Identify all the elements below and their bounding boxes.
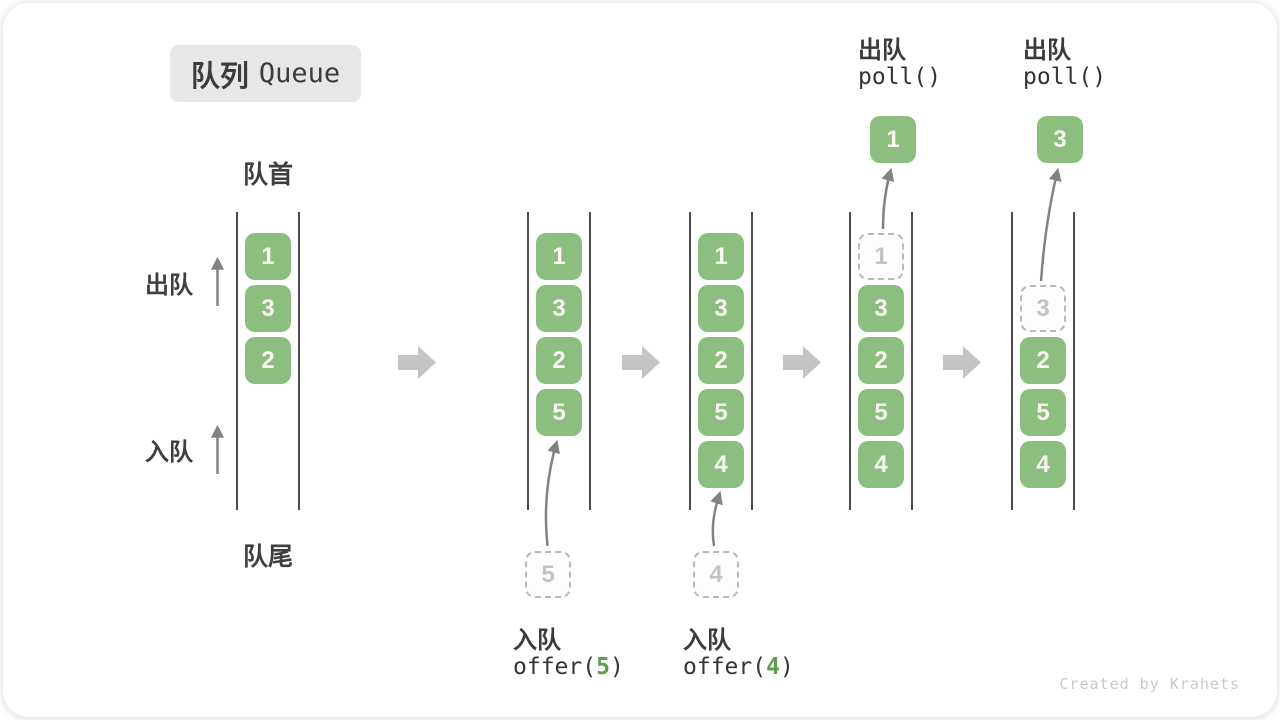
- dequeue-op-code: poll(): [858, 64, 942, 90]
- queue-element: 2: [858, 337, 904, 384]
- title-box: 队列 Queue: [170, 45, 361, 102]
- queue-wall: [298, 212, 300, 510]
- dequeue-op-code: poll(): [1023, 64, 1107, 90]
- queue-wall: [849, 212, 851, 510]
- dequeue-side-label: 出队: [145, 272, 193, 299]
- enqueue-op-label: 入队: [513, 627, 561, 654]
- watermark: Created by Krahets: [1059, 675, 1240, 693]
- queue-element: 2: [536, 337, 582, 384]
- code-text: ): [609, 654, 624, 680]
- code-arg: 4: [766, 654, 780, 680]
- code-arg: 5: [596, 654, 610, 680]
- queue-element: 5: [536, 389, 582, 436]
- queue-element-removed: 3: [1020, 285, 1066, 332]
- incoming-element: 4: [693, 551, 739, 598]
- dequeue-op-label: 出队: [858, 37, 906, 64]
- incoming-element: 5: [525, 551, 571, 598]
- queue-element: 2: [698, 337, 744, 384]
- queue-wall: [1073, 212, 1075, 510]
- queue-element: 2: [245, 337, 291, 384]
- queue-element: 4: [698, 441, 744, 488]
- queue-element: 3: [536, 285, 582, 332]
- queue-element: 4: [858, 441, 904, 488]
- title-en: Queue: [258, 58, 341, 89]
- queue-element: 5: [858, 389, 904, 436]
- queue-element: 3: [698, 285, 744, 332]
- title-zh: 队列: [190, 60, 249, 93]
- outgoing-element: 1: [870, 116, 916, 163]
- outgoing-element: 3: [1037, 116, 1083, 163]
- queue-element: 3: [245, 285, 291, 332]
- queue-wall: [689, 212, 691, 510]
- queue-element-removed: 1: [858, 233, 904, 280]
- queue-element: 5: [698, 389, 744, 436]
- code-text: ): [779, 654, 794, 680]
- code-text: offer(: [513, 654, 597, 680]
- queue-wall: [589, 212, 591, 510]
- queue-element: 3: [858, 285, 904, 332]
- queue-wall: [527, 212, 529, 510]
- queue-element: 1: [245, 233, 291, 280]
- enqueue-op-code: offer(4): [683, 654, 794, 680]
- queue-element: 5: [1020, 389, 1066, 436]
- queue-front-label: 队首: [242, 161, 294, 189]
- queue-element: 1: [698, 233, 744, 280]
- queue-wall: [1011, 212, 1013, 510]
- queue-wall: [751, 212, 753, 510]
- enqueue-op-code: offer(5): [513, 654, 624, 680]
- code-text: offer(: [683, 654, 767, 680]
- enqueue-op-label: 入队: [683, 627, 731, 654]
- queue-wall: [911, 212, 913, 510]
- queue-element: 4: [1020, 441, 1066, 488]
- queue-element: 2: [1020, 337, 1066, 384]
- queue-rear-label: 队尾: [242, 543, 294, 571]
- enqueue-side-label: 入队: [145, 439, 193, 466]
- dequeue-op-label: 出队: [1023, 37, 1071, 64]
- diagram-card: [3, 3, 1277, 717]
- queue-element: 1: [536, 233, 582, 280]
- queue-wall: [236, 212, 238, 510]
